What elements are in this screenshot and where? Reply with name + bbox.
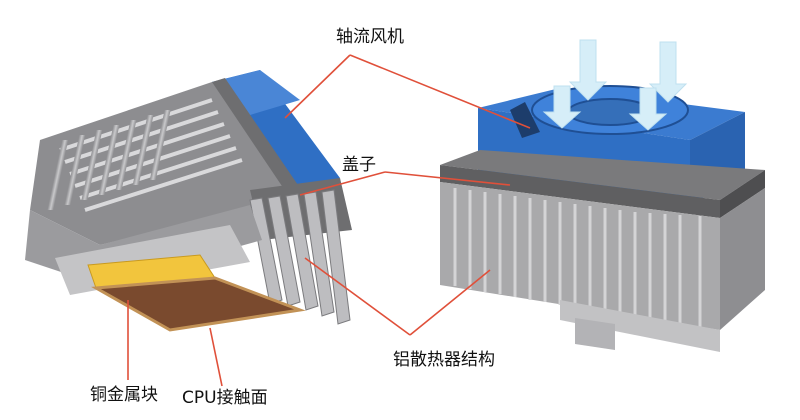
label-axial-fan: 轴流风机 [336, 27, 404, 47]
label-cpu-contact-surface: CPU接触面 [182, 388, 268, 408]
right-heatsink [440, 39, 765, 352]
label-copper-block: 铜金属块 [90, 385, 158, 405]
right-base [560, 300, 720, 352]
cpu-contact-surface [91, 276, 306, 332]
left-fins-vertical [47, 110, 171, 210]
left-fan-top [212, 70, 300, 115]
right-fan-opening [510, 102, 540, 138]
pointer-fan-left [284, 54, 351, 119]
pointer-cpu [209, 327, 223, 387]
right-cover-top [440, 150, 765, 200]
right-cover-right [720, 170, 765, 218]
right-cover-left [440, 165, 720, 218]
right-fins [453, 188, 702, 328]
pointer-cover-left [299, 171, 386, 196]
pointer-cover-right [384, 171, 511, 186]
airflow-arrow-icon [542, 39, 688, 131]
left-side-fins [249, 189, 351, 325]
right-fin-right-face [720, 188, 765, 330]
label-aluminum-heatsink: 铝散热器结构 [393, 350, 495, 370]
pointer-fan-right [349, 54, 531, 129]
pointer-heatsink-left [304, 257, 411, 336]
pointer-lines [127, 54, 531, 387]
label-cover: 盖子 [342, 155, 376, 175]
left-fin-block-top [30, 82, 290, 245]
right-foot [575, 318, 615, 350]
left-fins-horizontal [59, 98, 243, 212]
pointer-heatsink-right [409, 269, 491, 336]
left-cover [212, 78, 300, 198]
left-heatsink [25, 70, 352, 332]
